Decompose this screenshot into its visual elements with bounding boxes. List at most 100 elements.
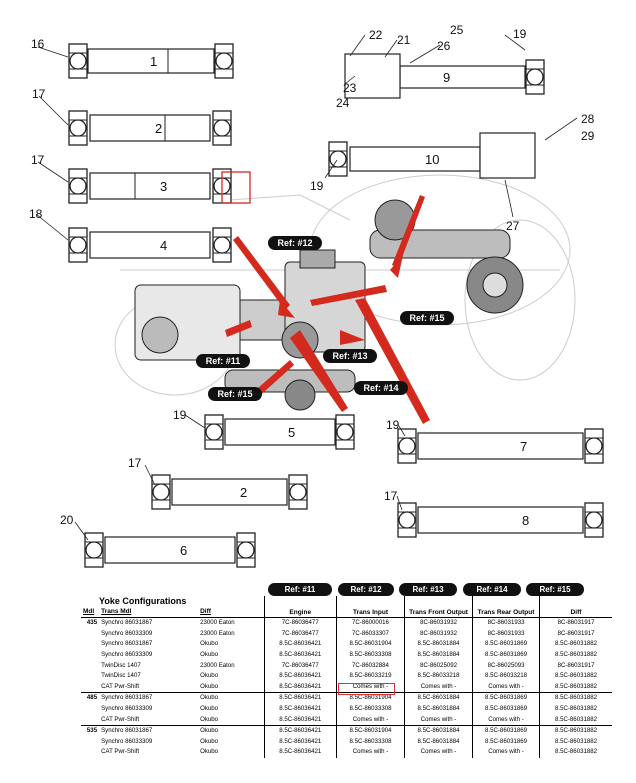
table-cell: 8C-86031932 (404, 628, 473, 640)
table-cell: 8.5C-86031882 (539, 649, 612, 661)
table-cell: Okubo (200, 737, 219, 745)
table-cell: Comes with - (472, 681, 540, 693)
table-cell: Okubo (200, 672, 219, 680)
table-cell (81, 661, 99, 672)
driveshaft-6: 6 (84, 532, 256, 568)
table-cell: TwinDisc 1407 (101, 661, 141, 669)
table-cell: 8.5C-86031884 (404, 703, 473, 715)
table-cell: 8.5C-86031882 (539, 671, 612, 682)
svg-text:22: 22 (369, 28, 383, 42)
driveline-diagram: Ref: #12 Ref: #11 Ref: #15 Ref: #13 Ref:… (29, 23, 604, 568)
table-cell: Synchro 86031867 (99, 692, 199, 704)
table-cell: 8.5C-86033308 (335, 703, 405, 715)
table-cell: 8.5C-86033219 (335, 671, 405, 682)
table-cell: Comes with - (404, 747, 473, 758)
svg-text:7: 7 (520, 439, 527, 454)
svg-text:29: 29 (581, 129, 595, 143)
svg-text:16: 16 (31, 37, 45, 51)
table-cell: 8.5C-86031882 (539, 714, 612, 726)
yoke-configurations-table: Yoke Configurations Engine Trans Input T… (81, 596, 612, 758)
table-cell: 8.5C-86036421 (263, 649, 337, 661)
table-cell: Comes with - (404, 681, 473, 693)
table-cell: 23000 Eaton (198, 617, 265, 629)
table-cell: 8.5C-86031869 (472, 703, 540, 715)
svg-text:19: 19 (173, 408, 187, 422)
ref-header-12: Ref: #12 (338, 583, 394, 596)
table-cell: 435 (81, 617, 100, 629)
table-cell: 8.5C-86031884 (404, 639, 473, 650)
engine-block (134, 284, 286, 361)
table-cell: 8C-86031933 (472, 628, 540, 640)
driveshaft-7: 7 (397, 428, 604, 464)
table-cell: 8.5C-86031904 (335, 692, 405, 704)
table-cell: CAT Pwr-Shift (101, 715, 140, 723)
table-cell: 8.5C-86031882 (539, 703, 612, 715)
table-cell: 8.5C-86031884 (404, 725, 473, 737)
highlight-box-table (338, 683, 395, 695)
ref-header-15: Ref: #15 (526, 583, 584, 596)
ref-header-13: Ref: #13 (399, 583, 457, 596)
table-cell (81, 747, 99, 758)
table-cell: 8.5C-86031869 (472, 649, 540, 661)
driveshaft-2: 2 (68, 110, 232, 146)
driveshaft-9: 9 (344, 53, 545, 99)
table-cell (81, 682, 99, 693)
table-cell (81, 671, 99, 682)
svg-text:28: 28 (581, 112, 595, 126)
table-cell: Synchro 86033309 (101, 629, 153, 637)
driveshaft-4: 4 (68, 227, 232, 263)
table-cell: 8.5C-86031882 (539, 692, 612, 704)
col-trans-front: Trans Front Output (404, 596, 473, 618)
table-cell: 8.5C-86036421 (263, 703, 337, 715)
svg-text:25: 25 (450, 23, 464, 37)
table-cell: 8.5C-86031882 (539, 725, 612, 737)
table-cell: 23000 Eaton (200, 629, 235, 637)
table-cell: 8.5C-86031869 (472, 736, 540, 748)
callout-labels: 16 22 21 25 26 19 23 24 17 28 29 17 18 2… (29, 23, 595, 527)
table-cell: Okubo (200, 748, 219, 756)
svg-text:20: 20 (60, 513, 74, 527)
table-cell: 8.5C-86031884 (404, 736, 473, 748)
driveshaft-1: 1 (68, 43, 234, 79)
table-cell: 8.5C-86036421 (263, 639, 337, 650)
col-trans-input: Trans Input (335, 596, 405, 618)
table-cell: 8.5C-86031884 (404, 692, 473, 704)
svg-text:9: 9 (443, 70, 450, 85)
table-cell: Comes with - (335, 714, 405, 726)
table-cell (81, 737, 99, 748)
ref-pill: Ref: #15 (400, 311, 454, 325)
table-cell: 8.5C-86036421 (263, 725, 337, 737)
table-cell: 7C-86036477 (263, 628, 337, 640)
table-cell: 7C-86000016 (335, 617, 405, 629)
table-cell: Comes with - (472, 747, 540, 758)
ref-pill: Ref: #13 (323, 349, 377, 363)
ref-header-11: Ref: #11 (268, 583, 332, 596)
ref-header-14: Ref: #14 (463, 583, 521, 596)
table-row: Synchro 86031867 Okubo 8.5C-86036421 8.5C-8… (81, 639, 612, 650)
col-trans-rear: Trans Rear Output (472, 596, 540, 618)
ref-pill: Ref: #15 (208, 387, 262, 401)
svg-text:Ref: #15: Ref: #15 (409, 313, 444, 323)
table-cell: 23000 Eaton (200, 661, 235, 669)
table-cell: 8.5C-86036421 (263, 736, 337, 748)
table-cell: Synchro 86033309 (101, 704, 153, 712)
table-cell: 8.5C-86031869 (472, 692, 540, 704)
table-cell: Okubo (200, 650, 219, 658)
table-cell: Synchro 86031867 (99, 725, 199, 737)
svg-text:2: 2 (155, 121, 162, 136)
table-cell: 8C-86025093 (472, 660, 540, 672)
table-cell: CAT Pwr-Shift (101, 682, 140, 690)
table-cell: Synchro 86031867 (101, 640, 153, 648)
svg-text:Ref: #13: Ref: #13 (332, 351, 367, 361)
table-title: Yoke Configurations (99, 596, 187, 606)
svg-text:21: 21 (397, 33, 411, 47)
rear-axle (369, 199, 524, 314)
table-cell: Okubo (200, 640, 219, 648)
svg-text:Ref: #14: Ref: #14 (363, 383, 398, 393)
table-cell: Comes with - (335, 681, 405, 693)
table-cell: 8C-86031917 (539, 617, 612, 629)
